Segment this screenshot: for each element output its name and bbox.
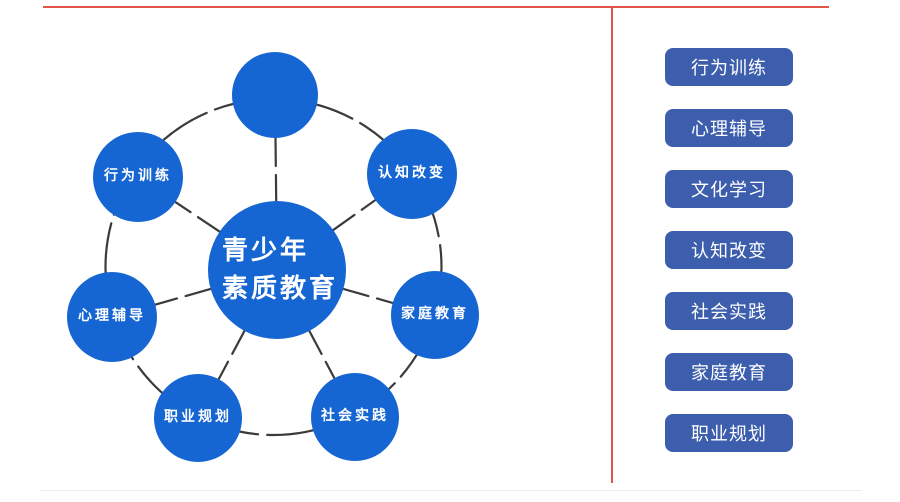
sidebar-button-social-practice[interactable]: 社会实践	[665, 292, 793, 330]
node-behavior-training: 行为训练	[93, 132, 183, 222]
sidebar-button-culture-learning[interactable]: 文化学习	[665, 170, 793, 208]
category-button-list: 行为训练 心理辅导 文化学习 认知改变 社会实践 家庭教育 职业规划	[665, 48, 793, 452]
node-cognitive-change: 认知改变	[367, 129, 457, 219]
node-psychological-counseling: 心理辅导	[67, 272, 157, 362]
bottom-edge-line	[40, 490, 862, 491]
center-label-line1: 青少年	[222, 236, 310, 266]
node-career-planning: 职业规划	[154, 374, 242, 462]
node-unlabeled	[232, 52, 318, 138]
sidebar-button-psychological-counseling[interactable]: 心理辅导	[665, 109, 793, 147]
node-social-practice: 社会实践	[311, 373, 399, 461]
sidebar-button-cognitive-change[interactable]: 认知改变	[665, 231, 793, 269]
node-family-education: 家庭教育	[391, 271, 479, 359]
sidebar-button-behavior-training[interactable]: 行为训练	[665, 48, 793, 86]
red-vertical-divider	[611, 6, 613, 483]
red-horizontal-divider	[43, 6, 829, 8]
node-center-youth-quality-education: 青少年 素质教育	[208, 201, 346, 339]
quality-education-diagram: 认知改变 家庭教育 社会实践 职业规划 心理辅导 行为训练 青少年 素质教育	[67, 52, 479, 462]
center-label-line2: 素质教育	[222, 274, 339, 304]
sidebar-button-career-planning[interactable]: 职业规划	[665, 414, 793, 452]
sidebar-button-family-education[interactable]: 家庭教育	[665, 353, 793, 391]
